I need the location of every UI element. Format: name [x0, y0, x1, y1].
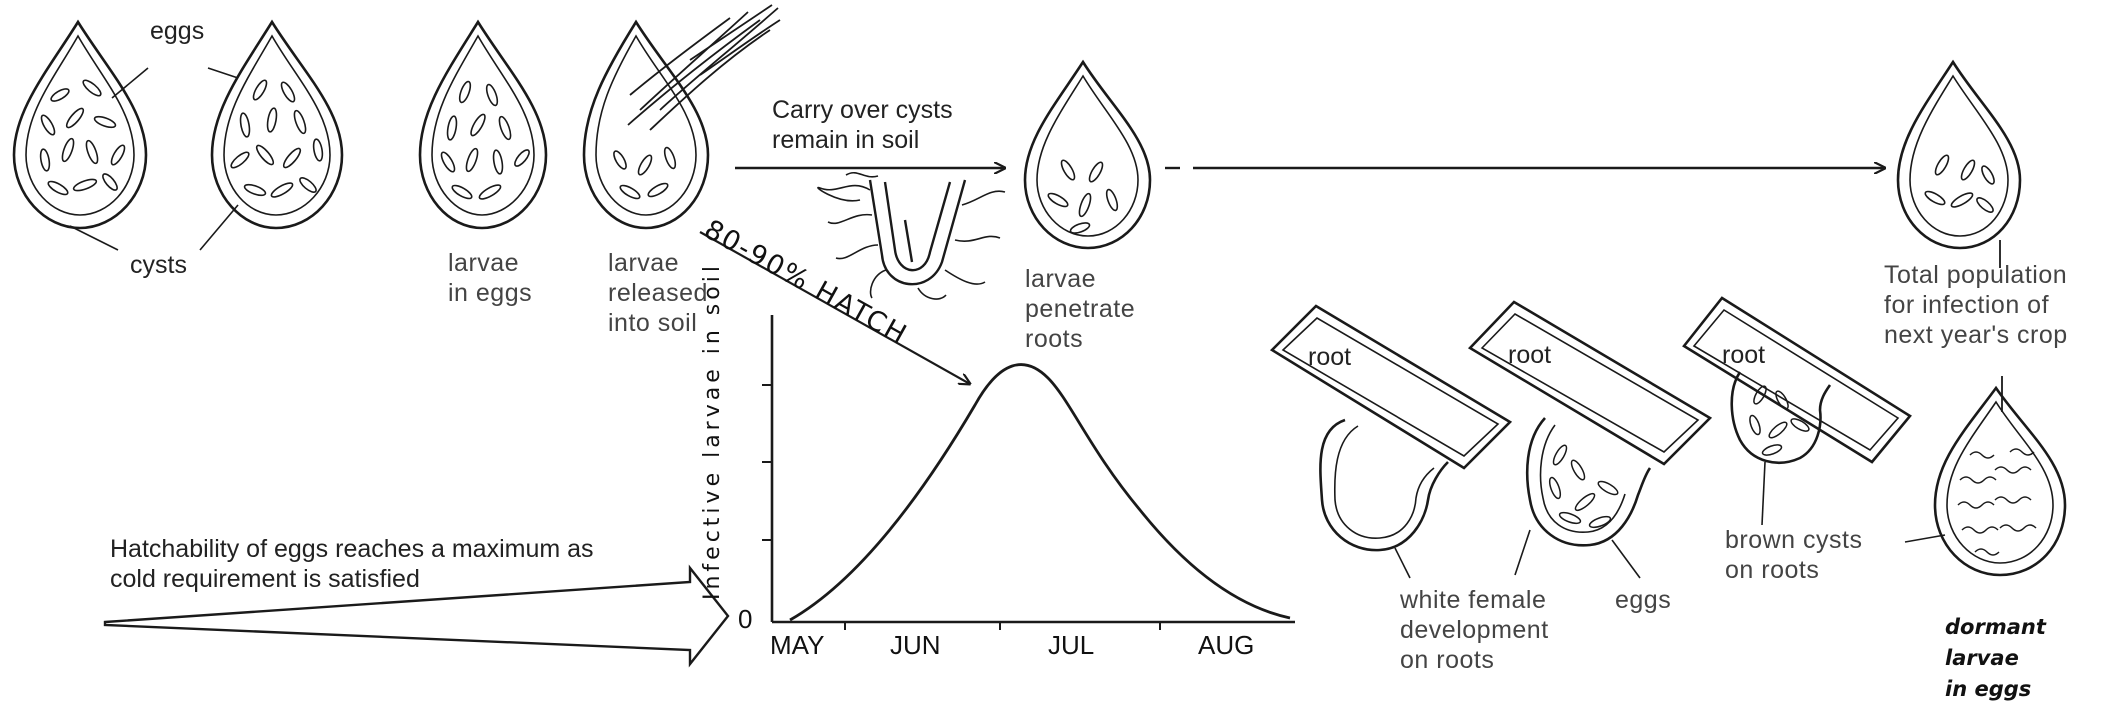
root-tip-larvae [818, 173, 1005, 299]
label-larvae-in-eggs: larvae in eggs [448, 248, 532, 308]
label-hatchability: Hatchability of eggs reaches a maximum a… [110, 534, 594, 594]
root-egg-filled [1470, 302, 1710, 578]
label-root-3: root [1722, 340, 1765, 370]
root-brown-cyst [1684, 298, 1910, 525]
cyst-larvae-in-eggs [420, 22, 546, 228]
label-root-2: root [1508, 340, 1551, 370]
label-root-1: root [1308, 342, 1351, 372]
cyst-carry-over [1025, 62, 1150, 248]
cyst-next-year [1898, 62, 2020, 268]
label-carry-over: Carry over cysts remain in soil [772, 95, 953, 155]
graph-month-jul: JUL [1048, 630, 1094, 661]
graph-month-may: MAY [770, 630, 824, 661]
graph-y-zero: 0 [738, 604, 752, 635]
cyst-larvae-released [584, 5, 780, 228]
label-total-population: Total population for infection of next y… [1884, 260, 2068, 350]
label-larvae-released: larvae released into soil [608, 248, 708, 338]
label-dormant: dormant larvae in eggs [1945, 612, 2046, 705]
label-brown-cysts: brown cysts on roots [1725, 525, 1862, 585]
graph-y-axis-label: Infective larvae in soil [700, 262, 725, 600]
label-eggs: eggs [150, 16, 204, 46]
label-larvae-penetrate: larvae penetrate roots [1025, 264, 1135, 354]
graph-month-jun: JUN [890, 630, 941, 661]
cyst-full-1 [14, 22, 146, 228]
label-white-female: white female development on roots [1400, 585, 1549, 675]
cyst-full-2 [212, 22, 342, 228]
cyst-dormant [1905, 376, 2065, 575]
label-eggs-on-root: eggs [1615, 585, 1671, 615]
graph-month-aug: AUG [1198, 630, 1254, 661]
label-cysts: cysts [130, 250, 187, 280]
hatch-graph [762, 315, 1295, 630]
